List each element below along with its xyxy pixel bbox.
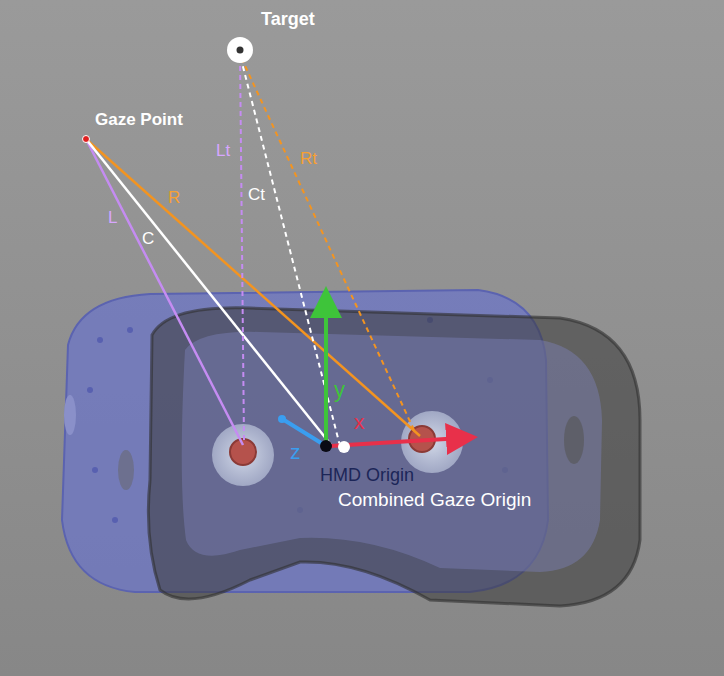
left-target-ray	[240, 55, 244, 440]
x-axis	[330, 438, 462, 446]
z-axis-tip	[278, 415, 286, 423]
axis-label: x	[354, 410, 365, 433]
axis-label: y	[334, 378, 345, 402]
target-marker	[227, 37, 253, 63]
left-eye	[212, 424, 274, 486]
origin-label: Combined Gaze Origin	[338, 490, 531, 511]
ray-label: Lt	[216, 142, 230, 161]
hmd-origin-dot	[320, 440, 332, 452]
face-cushion	[148, 308, 640, 606]
ray-label: C	[142, 230, 154, 249]
headset-knob	[118, 450, 134, 490]
ray-label: L	[108, 209, 117, 228]
headset-knob	[64, 395, 76, 435]
ray-label: R	[168, 189, 180, 208]
target-center	[237, 47, 244, 54]
left-gaze-ray	[86, 139, 243, 445]
ray-label: Ct	[248, 186, 265, 205]
combined-gaze-origin-dot	[338, 441, 350, 453]
gaze-point-label: Gaze Point	[95, 111, 183, 130]
axis-label: z	[290, 440, 301, 463]
ray-label: Rt	[300, 150, 317, 169]
target-label: Target	[261, 10, 315, 30]
origin-label: HMD Origin	[320, 466, 414, 486]
right-gaze-ray	[86, 139, 420, 436]
gaze-point-marker	[83, 136, 90, 143]
headset-knob	[564, 416, 584, 464]
y-axis	[324, 302, 328, 446]
combined-gaze-ray	[86, 139, 332, 446]
lens-plate	[182, 332, 602, 572]
combined-target-ray	[240, 55, 340, 446]
